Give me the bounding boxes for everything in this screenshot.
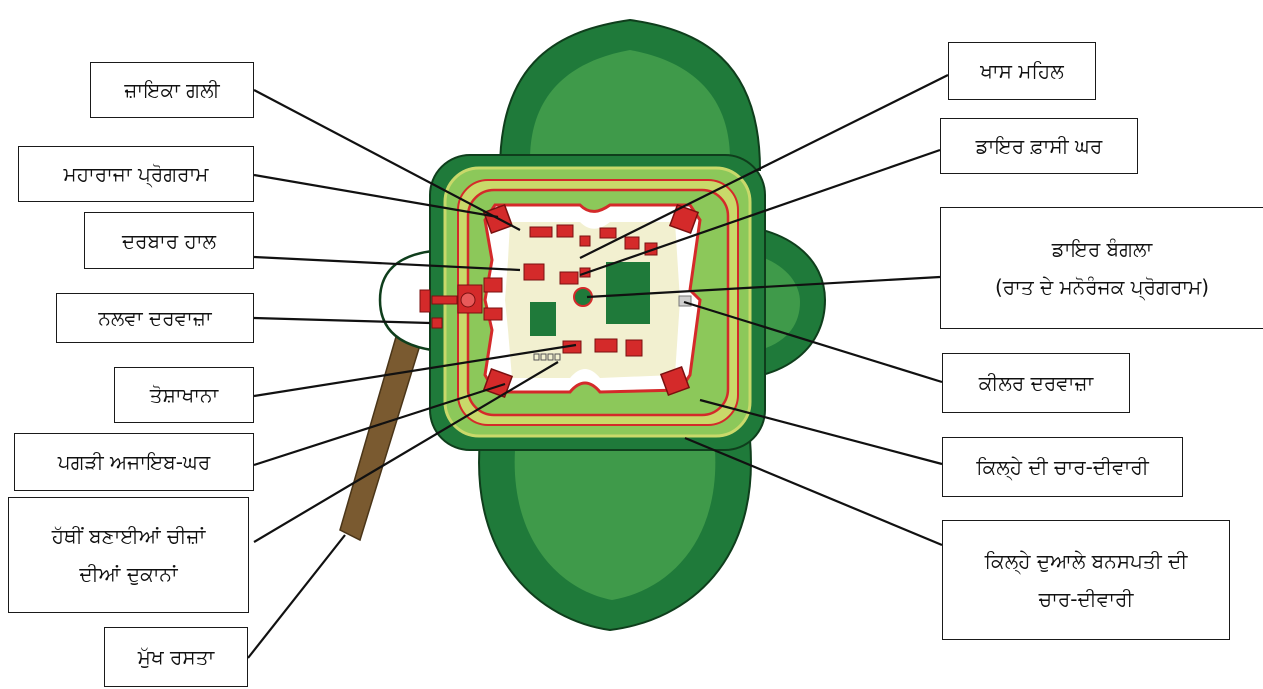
label-dyer-gallows: ਡਾਇਰ ਫ਼ਾਸੀ ਘਰ bbox=[940, 118, 1138, 174]
label-maharaja-program-text: ਮਹਾਰਾਜਾ ਪ੍ਰੋਗਰਾਮ bbox=[64, 155, 209, 193]
label-keeler-gate: ਕੀਲਰ ਦਰਵਾਜ਼ਾ bbox=[942, 353, 1130, 413]
label-keeler-gate-text: ਕੀਲਰ ਦਰਵਾਜ਼ਾ bbox=[979, 364, 1094, 402]
label-green-wall: ਕਿਲ੍ਹੇ ਦੁਆਲੇ ਬਨਸਪਤੀ ਦੀਚਾਰ-ਦੀਵਾਰੀ bbox=[942, 520, 1230, 640]
label-zaika-gali-text: ਜ਼ਾਇਕਾ ਗਲੀ bbox=[124, 71, 219, 109]
label-main-path: ਮੁੱਖ ਰਸਤਾ bbox=[104, 627, 248, 687]
leader-main-path bbox=[248, 535, 345, 658]
label-toshakhana-text: ਤੋਸ਼ਾਖਾਨਾ bbox=[150, 376, 218, 414]
label-green-wall-line2: ਚਾਰ-ਦੀਵਾਰੀ bbox=[1039, 580, 1134, 618]
label-zaika-gali: ਜ਼ਾਇਕਾ ਗਲੀ bbox=[90, 62, 254, 118]
label-toshakhana: ਤੋਸ਼ਾਖਾਨਾ bbox=[114, 367, 254, 423]
label-green-wall-line1: ਕਿਲ੍ਹੇ ਦੁਆਲੇ ਬਨਸਪਤੀ ਦੀ bbox=[985, 542, 1188, 580]
label-nalwa-gate-text: ਨਲਵਾ ਦਰਵਾਜ਼ਾ bbox=[98, 299, 211, 337]
label-dyer-bungalow-line1: ਡਾਇਰ ਬੰਗਲਾ bbox=[1052, 230, 1153, 268]
label-turban-museum: ਪਗੜੀ ਅਜਾਇਬ-ਘਰ bbox=[14, 433, 254, 491]
label-handicraft-shops-line1: ਹੱਥੀਂ ਬਣਾਈਆਂ ਚੀਜ਼ਾਂ bbox=[52, 517, 206, 555]
label-dyer-bungalow-line2: (ਰਾਤ ਦੇ ਮਨੋਰੰਜਕ ਪ੍ਰੋਗਰਾਮ) bbox=[995, 268, 1209, 306]
label-main-path-text: ਮੁੱਖ ਰਸਤਾ bbox=[138, 638, 214, 676]
label-nalwa-gate: ਨਲਵਾ ਦਰਵਾਜ਼ਾ bbox=[56, 293, 254, 343]
label-khas-mahal-text: ਖਾਸ ਮਹਿਲ bbox=[980, 52, 1063, 90]
label-handicraft-shops-line2: ਦੀਆਂ ਦੁਕਾਨਾਂ bbox=[79, 555, 177, 593]
label-turban-museum-text: ਪਗੜੀ ਅਜਾਇਬ-ਘਰ bbox=[58, 443, 211, 481]
label-dyer-bungalow: ਡਾਇਰ ਬੰਗਲਾ(ਰਾਤ ਦੇ ਮਨੋਰੰਜਕ ਪ੍ਰੋਗਰਾਮ) bbox=[940, 207, 1263, 329]
label-dyer-gallows-text: ਡਾਇਰ ਫ਼ਾਸੀ ਘਰ bbox=[976, 127, 1103, 165]
label-darbar-hall: ਦਰਬਾਰ ਹਾਲ bbox=[84, 212, 254, 269]
label-maharaja-program: ਮਹਾਰਾਜਾ ਪ੍ਰੋਗਰਾਮ bbox=[18, 146, 254, 202]
label-khas-mahal: ਖਾਸ ਮਹਿਲ bbox=[948, 42, 1096, 100]
label-fort-wall: ਕਿਲ੍ਹੇ ਦੀ ਚਾਰ-ਦੀਵਾਰੀ bbox=[942, 437, 1183, 497]
main-path-road bbox=[340, 330, 420, 540]
label-handicraft-shops: ਹੱਥੀਂ ਬਣਾਈਆਂ ਚੀਜ਼ਾਂਦੀਆਂ ਦੁਕਾਨਾਂ bbox=[8, 497, 249, 613]
label-fort-wall-text: ਕਿਲ੍ਹੇ ਦੀ ਚਾਰ-ਦੀਵਾਰੀ bbox=[976, 448, 1149, 486]
west-courtyard bbox=[530, 302, 556, 336]
label-darbar-hall-text: ਦਰਬਾਰ ਹਾਲ bbox=[122, 222, 216, 260]
